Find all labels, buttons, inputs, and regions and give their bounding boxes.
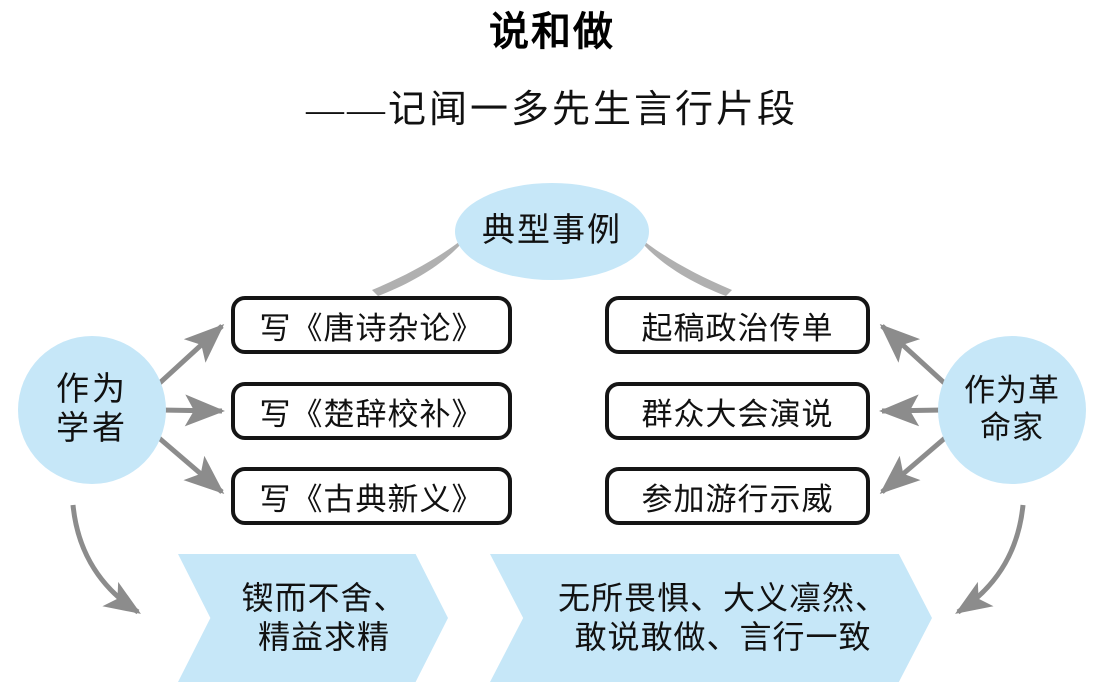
center-node-typical-examples[interactable]: 典型事例 xyxy=(455,183,649,280)
arrow-scholar-to-summary xyxy=(70,504,141,615)
center-node-label: 典型事例 xyxy=(482,213,622,250)
event-box-revolutionary-3[interactable]: 参加游行示威 xyxy=(605,467,870,525)
role-node-scholar-label-line1: 作为 xyxy=(56,372,128,409)
event-box-revolutionary-2[interactable]: 群众大会演说 xyxy=(605,382,870,440)
arrow-revolutionary-to-item-3 xyxy=(879,430,954,494)
arrow-revolutionary-to-item-1 xyxy=(879,323,954,392)
event-box-scholar-1[interactable]: 写《唐诗杂论》 xyxy=(231,296,512,354)
event-box-scholar-2[interactable]: 写《楚辞校补》 xyxy=(231,382,512,440)
page-subtitle: ——记闻一多先生言行片段 xyxy=(305,89,798,131)
arrow-revolutionary-to-summary xyxy=(955,504,1026,615)
role-node-revolutionary-label-line1: 作为革 xyxy=(964,373,1060,409)
role-node-scholar[interactable]: 作为 学者 xyxy=(18,336,166,484)
event-box-scholar-3[interactable]: 写《古典新义》 xyxy=(231,467,512,525)
summary-banner-revolutionary-line2: 敢说敢做、言行一致 xyxy=(574,619,872,655)
arrow-revolutionary-to-item-2 xyxy=(879,394,945,427)
event-box-revolutionary-1[interactable]: 起稿政治传单 xyxy=(605,296,870,354)
role-node-scholar-label-line2: 学者 xyxy=(56,411,128,447)
role-node-revolutionary[interactable]: 作为革 命家 xyxy=(938,336,1086,484)
summary-banner-revolutionary[interactable]: 无所畏惧、大义凛然、 敢说敢做、言行一致 xyxy=(490,554,932,682)
summary-banner-scholar-line1: 锲而不舍、 xyxy=(241,579,407,616)
role-node-revolutionary-label-line2: 命家 xyxy=(980,410,1044,445)
arrow-scholar-to-item-1 xyxy=(150,323,225,392)
page-title: 说和做 xyxy=(489,10,615,54)
summary-banner-scholar[interactable]: 锲而不舍、 精益求精 xyxy=(178,554,448,682)
summary-banner-scholar-line2: 精益求精 xyxy=(257,619,390,655)
summary-banner-revolutionary-line1: 无所畏惧、大义凛然、 xyxy=(557,579,888,616)
arrow-scholar-to-item-3 xyxy=(150,430,225,494)
arrow-scholar-to-item-2 xyxy=(159,394,225,427)
